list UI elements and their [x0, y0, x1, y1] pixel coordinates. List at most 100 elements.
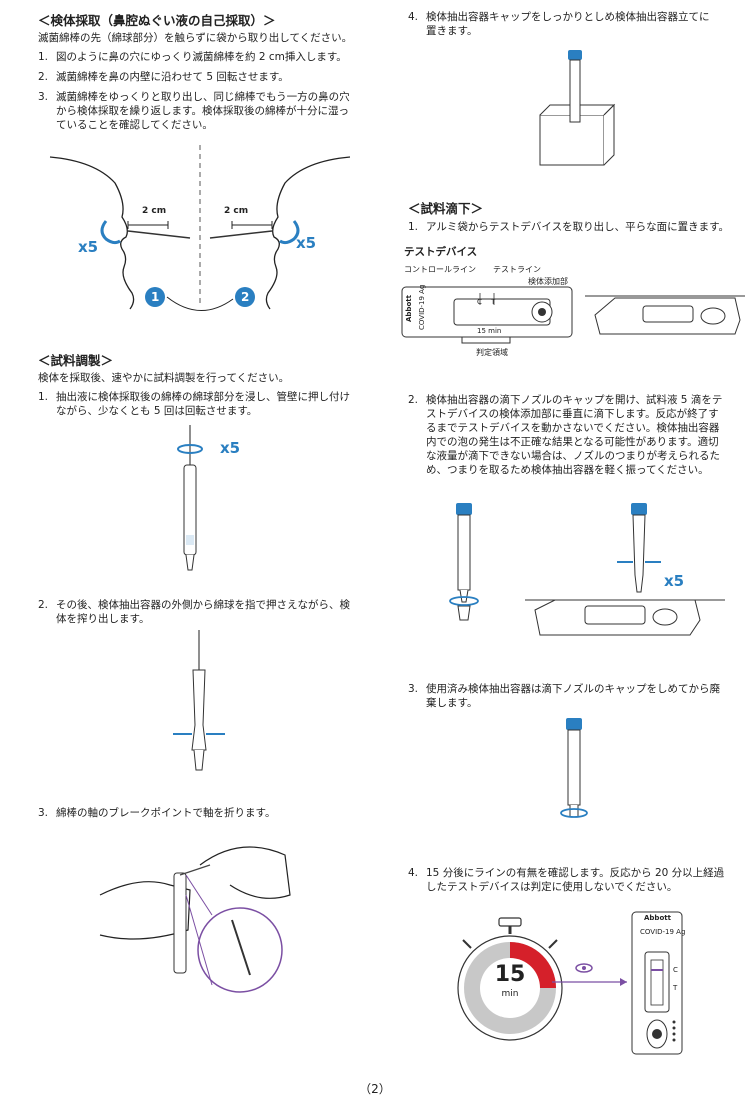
right-face-profile — [265, 156, 351, 310]
left-face-profile — [49, 156, 135, 310]
step-text-line: ストデバイスの検体添加部に垂直に滴下します。反応が終了す — [426, 408, 719, 420]
prep-step-2: 2. その後、検体抽出容器の外側から綿球を指で押さえながら、検 体を搾り出します… — [38, 598, 350, 626]
step-number: 2. — [38, 71, 49, 83]
judge-region-bracket — [461, 337, 511, 344]
step-number: 4. — [408, 867, 419, 879]
step-text: 綿棒の軸のブレークポイントで軸を折ります。 — [56, 807, 276, 819]
timer-button-left — [462, 939, 472, 949]
tube-cap — [566, 718, 582, 730]
step-text: アルミ袋からテストデバイスを取り出し、平らな面に置きます。 — [426, 221, 730, 233]
magnify-circle — [197, 907, 283, 993]
sampling-step-1: 1. 図のように鼻の穴にゆっくり滅菌綿棒を約 2 cm挿入します。 — [38, 50, 347, 64]
result-device-brand: Abbott — [644, 914, 671, 922]
right-rotate-arrow-icon — [279, 220, 300, 245]
break-swab-illustration — [99, 846, 291, 993]
sampling-step-4: 4. 検体抽出容器キャップをしっかりとしめ検体抽出容器立てに 置きます。 — [408, 10, 710, 38]
step-badge-2 — [235, 287, 255, 307]
left-hand — [99, 881, 191, 940]
extraction-tube — [632, 514, 646, 593]
extraction-tube — [457, 514, 471, 591]
step-number: 2. — [38, 599, 49, 611]
test-device-diagram — [401, 286, 573, 344]
right-hand — [199, 846, 291, 899]
step-badge-1 — [145, 287, 165, 307]
device-brand: Abbott — [405, 295, 413, 322]
drop-step-2: 2. 検体抽出容器の滴下ノズルのキャップを開け、試料液 5 滴をテ ストデバイス… — [408, 393, 722, 477]
step-number: 3. — [38, 807, 49, 819]
step-number: 4. — [408, 11, 419, 23]
page-number: （2） — [359, 1082, 391, 1096]
result-device-illustration — [631, 911, 683, 1055]
prep-rotation-count: x5 — [220, 439, 241, 457]
step-text-line: したテストデバイスは判定に使用しないでください。 — [426, 881, 678, 893]
step-text-line: 検体抽出容器の滴下ノズルのキャップを開け、試料液 5 滴をテ — [426, 394, 723, 406]
step-text-line: め、つまりを取るため検体抽出容器を軽く振ってください。 — [426, 464, 709, 476]
badge-2-label: 2 — [241, 290, 250, 304]
label-sample-well: 検体添加部 — [528, 277, 568, 286]
right-distance-label: 2 cm — [224, 206, 249, 216]
badge-1-label: 1 — [151, 290, 160, 304]
step-number: 1. — [38, 51, 49, 63]
right-swab — [209, 230, 273, 239]
device-time: 15 min — [477, 327, 502, 335]
timer-unit: min — [501, 989, 519, 999]
extraction-tube — [191, 669, 207, 751]
prep-heading: ＜試料調製＞ — [38, 353, 114, 368]
extraction-tube — [567, 729, 581, 806]
drops-count: x5 — [664, 572, 685, 590]
step-text-line: ながら、少なくとも 5 回は回転させます。 — [56, 405, 258, 417]
tube-stand-illustration — [539, 50, 616, 166]
step-number: 3. — [408, 683, 419, 695]
test-device-perspective — [585, 295, 745, 335]
sampling-step-3: 3. 滅菌綿棒をゆっくりと取り出し、同じ綿棒でもう一方の鼻の穴 から検体採取を繰… — [38, 90, 350, 132]
device-product: COVID-19 Ag — [418, 284, 426, 330]
prep-intro: 検体を採取後、速やかに試料調製を行ってください。 — [38, 372, 290, 384]
broken-shaft-detail — [231, 919, 251, 976]
timer-crown — [498, 917, 522, 927]
drop-step-3: 3. 使用済み検体抽出容器は滴下ノズルのキャップをしめてから廃 棄します。 — [408, 682, 720, 710]
sampling-step-2: 2. 滅菌綿棒を鼻の内壁に沿わせて 5 回転させます。 — [38, 70, 289, 84]
step-text-line: 棄します。 — [426, 697, 478, 709]
sampling-heading: ＜検体採取（鼻腔ぬぐい液の自己採取）＞ — [38, 13, 276, 28]
prep-step-1: 1. 抽出液に検体採取後の綿棒の綿球部分を浸し、管壁に押し付け ながら、少なくと… — [38, 390, 350, 418]
step-text-line: 使用済み検体抽出容器は滴下ノズルのキャップをしめてから廃 — [426, 683, 720, 695]
step-text-line: 滅菌綿棒をゆっくりと取り出し、同じ綿棒でもう一方の鼻の穴 — [56, 91, 350, 103]
drop-step-4: 4. 15 分後にラインの有無を確認します。反応から 20 分以上経過 したテス… — [408, 866, 724, 894]
device-title: テストデバイス — [404, 246, 478, 258]
tube-nozzle — [185, 554, 195, 571]
step-text-line: な液量が滴下できない場合は、ノズルのつまりが考えられるた — [426, 450, 720, 462]
step-text-line: 置きます。 — [426, 25, 478, 37]
label-control-line: コントロールライン — [404, 265, 476, 274]
result-mark-t: T — [673, 984, 678, 992]
swab-shaft — [179, 864, 211, 876]
tube-cap — [568, 50, 582, 60]
extraction-tube — [569, 59, 581, 123]
prep-step-3: 3. 綿棒の軸のブレークポイントで軸を折ります。 — [38, 806, 275, 820]
drop-sample-illustration — [525, 503, 725, 636]
step-number: 3. — [38, 91, 49, 103]
label-test-line: テストライン — [493, 265, 541, 274]
extraction-tube — [173, 872, 187, 974]
step-text-line: 体を搾り出します。 — [56, 613, 150, 625]
tube-nozzle — [193, 749, 205, 771]
result-device-product: COVID-19 Ag — [640, 928, 686, 936]
left-rotate-arrow-icon — [100, 220, 121, 245]
left-swab — [127, 230, 191, 239]
nozzle-cap — [457, 605, 471, 621]
step-text: 図のように鼻の穴にゆっくり滅菌綿棒を約 2 cm挿入します。 — [56, 51, 347, 63]
capped-tube-illustration — [560, 718, 588, 818]
twist-icon — [560, 808, 588, 818]
open-nozzle-illustration — [449, 503, 479, 621]
mark-c: C — [477, 298, 482, 306]
drop-step-1: 1. アルミ袋からテストデバイスを取り出し、平らな面に置きます。 — [408, 220, 729, 234]
step-text: 滅菌綿棒を鼻の内壁に沿わせて 5 回転させます。 — [56, 71, 289, 83]
eye-icon — [575, 963, 593, 973]
view-arrow-illustration — [552, 963, 627, 986]
step-text-line: その後、検体抽出容器の外側から綿球を指で押さえながら、検 — [56, 599, 350, 611]
step-number: 1. — [408, 221, 419, 233]
tube-cap — [631, 503, 647, 515]
timer-value: 15 — [494, 962, 526, 987]
step-text-line: るまでテストデバイスを動かさないでください。検体抽出容器 — [426, 422, 720, 434]
sampling-intro: 滅菌綿棒の先（綿球部分）を触らずに袋から取り出してください。 — [38, 32, 353, 44]
right-rotation-count: x5 — [296, 234, 317, 252]
